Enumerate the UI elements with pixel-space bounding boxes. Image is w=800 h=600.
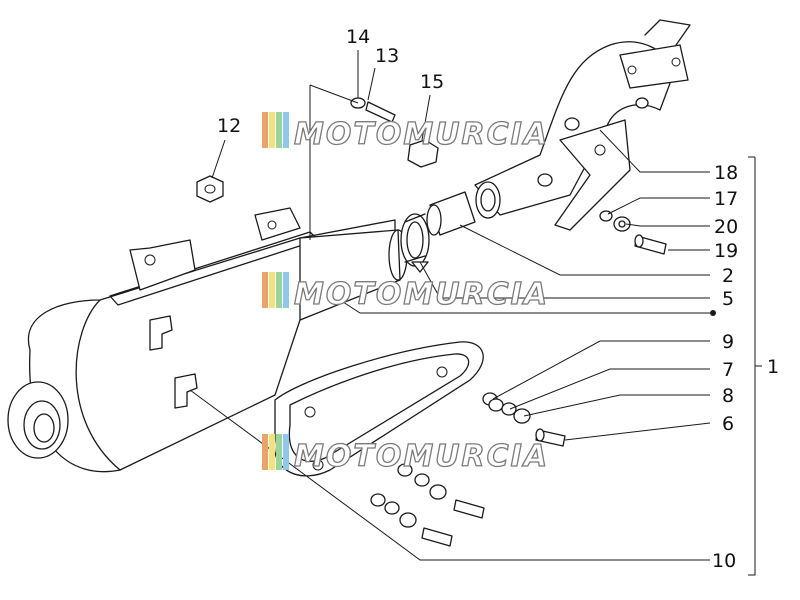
- label-18: 18: [714, 162, 738, 184]
- label-1: 1: [767, 356, 779, 378]
- watermark-stripe: [269, 434, 275, 470]
- watermark-stripe: [276, 434, 282, 470]
- watermark-text: MOTOMURCIA: [294, 439, 549, 474]
- exhaust-pipe: [474, 19, 691, 231]
- part-number-labels: 1 2 5 6 7 8 9 10 12 13 14 15 17 18 19 20: [217, 26, 779, 572]
- muffler-body: [7, 207, 408, 473]
- watermark-stripe: [283, 434, 289, 470]
- watermark-stripe: [276, 272, 282, 308]
- leader-dot: [710, 310, 716, 316]
- clamp-and-gasket: [400, 191, 476, 273]
- label-13: 13: [375, 45, 399, 67]
- muffler-guard: [273, 341, 484, 477]
- watermark-stripe: [283, 112, 289, 148]
- label-17: 17: [714, 188, 738, 210]
- watermark-stripe: [262, 112, 268, 148]
- hardware-parts: [196, 97, 667, 547]
- label-6: 6: [722, 413, 734, 435]
- label-8: 8: [722, 385, 734, 407]
- watermark-top: MOTOMURCIA: [262, 112, 549, 153]
- watermark-text: MOTOMURCIA: [294, 277, 549, 312]
- label-20: 20: [714, 216, 738, 238]
- label-12: 12: [217, 115, 241, 137]
- watermark-stripe: [283, 272, 289, 308]
- watermark-bottom: MOTOMURCIA: [262, 434, 549, 475]
- label-15: 15: [420, 71, 444, 93]
- label-2: 2: [722, 265, 734, 287]
- label-9: 9: [722, 331, 734, 353]
- label-19: 19: [714, 240, 738, 262]
- watermark-stripe: [262, 434, 268, 470]
- watermark-stripe: [269, 272, 275, 308]
- watermark-stripe: [269, 112, 275, 148]
- watermark-middle: MOTOMURCIA: [262, 272, 549, 313]
- label-10: 10: [712, 550, 736, 572]
- watermark-stripe: [262, 272, 268, 308]
- label-7: 7: [722, 359, 734, 381]
- watermark-stripe: [276, 112, 282, 148]
- label-14: 14: [346, 26, 370, 48]
- label-5: 5: [722, 288, 734, 310]
- watermark-text: MOTOMURCIA: [294, 117, 549, 152]
